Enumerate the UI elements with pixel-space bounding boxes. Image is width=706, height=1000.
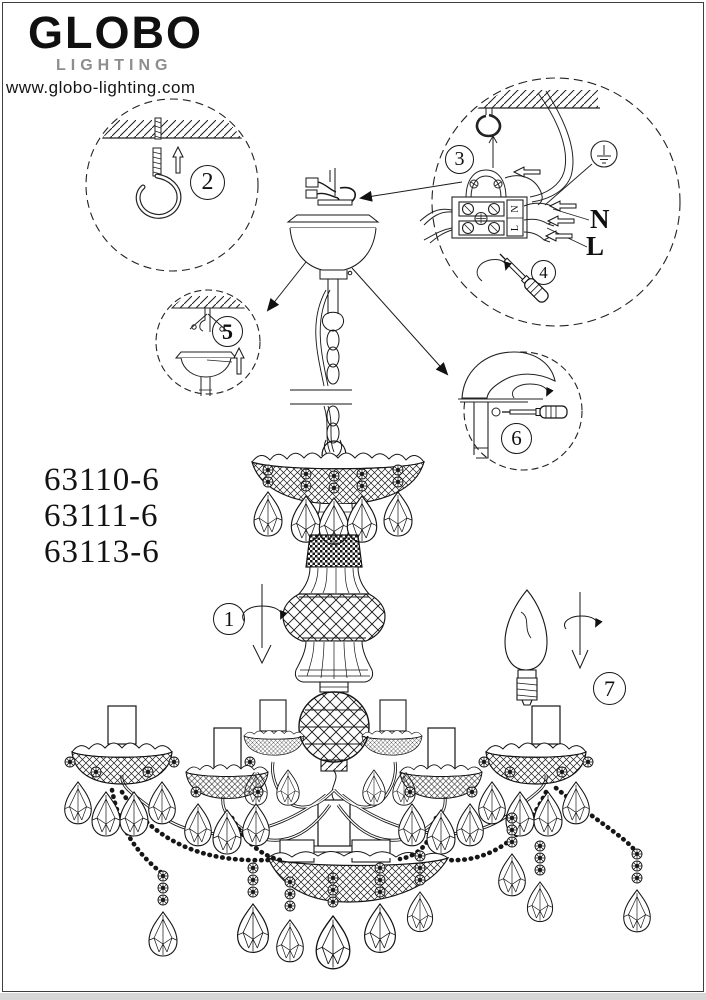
- insert-arrow-icon: [545, 230, 573, 242]
- canopy: [286, 214, 380, 280]
- terminal-block: N L: [451, 196, 528, 239]
- live-wire-label: L: [586, 231, 605, 261]
- brand-block: GLOBO LIGHTING www.globo-lighting.com: [6, 7, 203, 98]
- up-arrow-icon: [233, 347, 245, 375]
- rear-candle-left: [243, 699, 305, 806]
- rotate-arrow: [476, 259, 512, 282]
- leader-line: [206, 359, 233, 363]
- screw-icon: [491, 407, 501, 417]
- rotate-arrow: [512, 383, 554, 399]
- rear-candle-right: [361, 699, 423, 806]
- mains-cable: [529, 90, 574, 203]
- bottom-bowl: [266, 839, 450, 903]
- arm-candle-mid-right: [398, 727, 484, 855]
- screwdriver-icon: [501, 405, 568, 419]
- arm-candle-outer-left: [64, 705, 180, 837]
- step-badge-2: 2: [190, 165, 225, 200]
- step-badge-5: 5: [212, 316, 243, 347]
- canopy-dome: [458, 351, 556, 459]
- arm-candle-mid-left: [184, 727, 270, 855]
- earth-symbol-icon: [590, 140, 618, 168]
- step-badge-4: 4: [531, 260, 556, 285]
- brand-website: www.globo-lighting.com: [6, 78, 196, 97]
- insert-arrow-icon: [547, 215, 575, 227]
- anchor-screw-icon: [154, 117, 162, 140]
- terminal-n-label: N: [510, 205, 521, 212]
- canopy-small: [174, 351, 238, 396]
- model-number: 63113-6: [44, 534, 160, 570]
- terminal-l-label: L: [510, 225, 521, 231]
- neutral-wire-label: N: [590, 204, 610, 234]
- ceiling-hook-icon: [475, 108, 502, 138]
- bulb-icon: [504, 589, 548, 706]
- arrow-to-callout-5: [266, 261, 307, 312]
- model-number: 63110-6: [44, 462, 160, 498]
- brand-logo: GLOBO: [28, 7, 203, 58]
- callout-wiring: N L: [419, 77, 681, 327]
- arm-candle-outer-right: [478, 705, 594, 837]
- up-arrow-line: [488, 134, 498, 168]
- arrow-to-hook: [359, 181, 463, 202]
- step-badge-3: 3: [445, 145, 474, 174]
- arms: [120, 761, 548, 842]
- step1-arrows: [242, 584, 288, 665]
- model-number: 63111-6: [44, 498, 159, 534]
- model-list: 63110-6 63111-6 63113-6: [44, 462, 160, 570]
- brand-tagline: LIGHTING: [56, 57, 173, 74]
- step7-arrows: [564, 592, 603, 670]
- chain: [290, 279, 352, 459]
- page-bottom-edge: [0, 993, 706, 1000]
- step-badge-6: 6: [501, 423, 532, 454]
- arrow-to-callout-6: [351, 267, 449, 376]
- step-badge-7: 7: [593, 672, 626, 705]
- strain-relief-bracket: [465, 169, 507, 199]
- step-badge-1: 1: [213, 603, 245, 635]
- earth-leader-line: [544, 163, 593, 206]
- hook-icon: [135, 147, 182, 219]
- mounting-bracket: [305, 168, 356, 206]
- callout-hook-install: [85, 98, 259, 272]
- centre-column: [282, 534, 386, 853]
- chandelier-drawing: [64, 168, 651, 970]
- up-arrow-icon: [172, 146, 184, 174]
- callout-canopy-hang: [155, 289, 261, 396]
- callout-canopy-screw: [458, 351, 583, 471]
